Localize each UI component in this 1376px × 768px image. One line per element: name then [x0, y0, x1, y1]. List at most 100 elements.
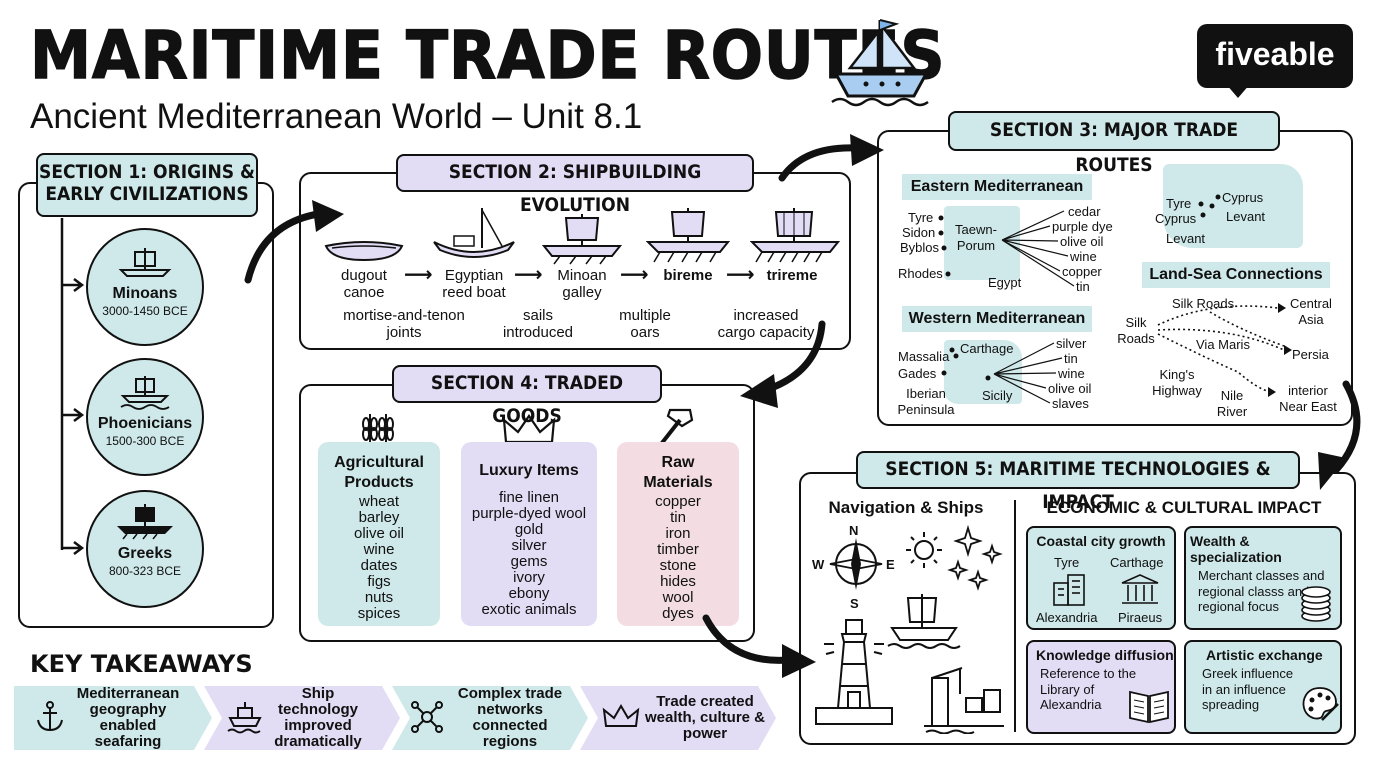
fiveable-logo: fiveable — [1197, 24, 1353, 88]
silk-line2: Roads — [1117, 330, 1155, 346]
compass-rose-icon — [829, 538, 883, 590]
eastern-good: copper — [1062, 264, 1102, 279]
harbor-crane-icon — [924, 667, 1004, 734]
goods-item: timber — [657, 541, 699, 558]
coastal-alexandria: Alexandria — [1036, 610, 1098, 625]
card-wealth: Wealth & specialization Merchant classes… — [1184, 526, 1342, 630]
persia-label: Persia — [1292, 347, 1329, 362]
levant-levant-a: Levant — [1226, 209, 1266, 224]
bireme-icon — [646, 208, 730, 263]
goods-item: wool — [662, 589, 694, 606]
feature-line2: joints — [386, 324, 422, 342]
western-good: olive oil — [1048, 381, 1092, 396]
goods-item: olive oil — [353, 525, 405, 542]
takeaway-line: Trade created — [656, 693, 754, 710]
section5-title: SECTION 5: MARITIME TECHNOLOGIES & IMPAC… — [856, 451, 1300, 513]
logo-text: fiveable — [1215, 36, 1335, 72]
card-text: regional focus — [1198, 599, 1279, 615]
land-sea-title: Land-Sea Connections — [1142, 262, 1330, 288]
goods-title-line1: Luxury Items — [479, 462, 579, 479]
eastern-port-byblos: Byblos — [900, 240, 940, 255]
card-title: Artistic exchange — [1206, 647, 1323, 663]
takeaway-line: wealth, culture & — [644, 709, 766, 726]
feature-line1: multiple — [619, 307, 671, 324]
card-text: in an influence — [1202, 681, 1286, 697]
wheat-icon — [362, 414, 394, 446]
takeaway-line: Ship technology — [277, 685, 358, 718]
western-carthage: Carthage — [960, 341, 1014, 356]
minoan-galley-icon — [541, 214, 623, 265]
ship-label-line1: dugout — [341, 267, 387, 284]
silk-roads-origin: Silk Roads — [1112, 315, 1160, 346]
feature-joints: mortise-and-tenon joints — [336, 307, 472, 342]
impact-title: ECONOMIC & CULTURAL IMPACT — [1046, 498, 1322, 517]
egyptian-reed-boat-icon — [433, 208, 515, 258]
western-port-iberia: Iberian Peninsula — [892, 386, 960, 417]
eastern-egypt-label: Egypt — [988, 275, 1022, 290]
center-line2: Porum — [956, 237, 996, 253]
takeaway-line: Complex trade — [457, 685, 563, 702]
ship-label-line2: canoe — [343, 284, 385, 302]
feature-line1: increased — [733, 307, 799, 324]
goods-item: copper — [655, 493, 701, 510]
eastern-port-tyre: Tyre — [908, 210, 934, 225]
central-asia-label: Central Asia — [1282, 296, 1340, 327]
eastern-good: olive oil — [1060, 234, 1104, 249]
card-text: Reference to the — [1040, 666, 1137, 681]
western-port-gades: Gades — [898, 366, 937, 381]
levant-tyre: Tyre — [1166, 196, 1192, 211]
silk-line1: Silk — [1125, 315, 1147, 330]
via-maris-label: Via Maris — [1196, 337, 1250, 352]
interior-near-east-label: interior Near East — [1270, 383, 1346, 414]
section1-title-line2: EARLY CIVILIZATIONS — [45, 182, 249, 205]
goods-raw: Raw Materials copper tin iron timber sto… — [617, 442, 739, 626]
section4-title: SECTION 4: TRADED GOODS — [392, 365, 662, 427]
arrow-right-icon: ⟶ — [726, 264, 755, 286]
central-line2: Asia — [1298, 311, 1324, 327]
takeaway-line: geography enabled — [89, 701, 167, 734]
kings-line2: Highway — [1152, 382, 1202, 398]
western-good: wine — [1058, 366, 1085, 381]
feature-line2: introduced — [502, 324, 574, 342]
iberia-line1: Iberian — [906, 386, 946, 401]
section5-divider — [1014, 500, 1016, 732]
merchant-ship-icon — [887, 594, 961, 649]
eastern-port-rhodes: Rhodes — [898, 266, 943, 281]
takeaway-1: Mediterranean geography enabled seafarin… — [66, 686, 190, 750]
iberia-line2: Peninsula — [897, 401, 955, 417]
goods-item: wheat — [358, 493, 400, 510]
goods-item: spices — [357, 605, 401, 622]
compass-s-label: S — [850, 596, 859, 611]
takeaway-line: Mediterranean — [76, 685, 180, 702]
takeaway-2: Ship technology improved dramatically — [262, 686, 374, 750]
goods-item: stone — [659, 557, 697, 574]
takeaway-line: seafaring — [94, 733, 162, 750]
takeaways-title: KEY TAKEAWAYS — [30, 650, 253, 678]
eastern-good: wine — [1070, 249, 1097, 264]
takeaway-line: improved — [284, 717, 352, 734]
goods-item: exotic animals — [481, 601, 577, 618]
goods-item: ivory — [513, 569, 545, 586]
greek-ship-icon — [117, 504, 173, 540]
takeaway-line: dramatically — [274, 733, 362, 750]
civ-minoans: Minoans 3000-1450 BCE — [86, 228, 204, 346]
coastal-piraeus: Piraeus — [1118, 610, 1163, 625]
central-line1: Central — [1290, 296, 1332, 311]
card-text: regional classs and — [1198, 583, 1310, 599]
network-icon — [411, 701, 443, 733]
takeaway-line: networks connected — [472, 701, 548, 734]
dugout-canoe-icon — [324, 241, 404, 262]
card-title: Wealth & specialization — [1190, 533, 1282, 565]
takeaway-line: power — [682, 725, 728, 742]
card-text: Merchant classes and — [1198, 568, 1325, 583]
city-buildings-icon — [1053, 574, 1085, 606]
open-book-icon — [1129, 690, 1169, 724]
ship-label-line1: Egyptian — [444, 267, 504, 284]
goods-item: tin — [670, 509, 686, 526]
goods-item: hides — [660, 573, 696, 590]
goods-item: purple-dyed wool — [471, 505, 587, 522]
trireme-icon — [750, 208, 840, 263]
card-artistic: Artistic exchange Greek influence in an … — [1184, 640, 1342, 734]
levant-cyprus-b: Cyprus — [1155, 211, 1197, 226]
goods-item: wine — [363, 541, 395, 558]
